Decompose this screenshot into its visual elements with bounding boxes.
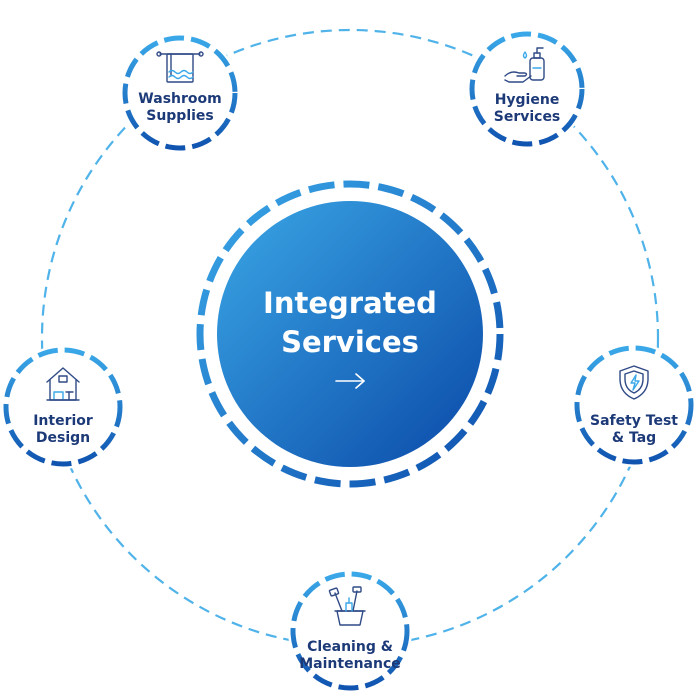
- node-label-line2: & Tag: [612, 430, 656, 446]
- node-ring: [574, 345, 694, 465]
- hub-disc: [217, 201, 483, 467]
- node-label-line2: Services: [494, 109, 561, 125]
- integrated-services-hub[interactable]: Integrated Services: [196, 180, 504, 488]
- node-label-line1: Safety Test: [590, 413, 678, 429]
- hub-outer-ring: [196, 180, 504, 488]
- node-label-line2: Maintenance: [299, 656, 401, 672]
- node-safety-test-tag[interactable]: Safety Test & Tag: [572, 343, 696, 467]
- towel-rack-icon: [156, 51, 204, 83]
- house-interior-icon: [46, 367, 80, 401]
- node-ring: [3, 347, 123, 467]
- shield-bolt-icon: [619, 365, 649, 400]
- hand-sanitizer-icon: [504, 47, 545, 83]
- hub-title-line1: Integrated: [263, 286, 437, 320]
- node-label-line1: Interior: [33, 413, 93, 429]
- node-ring: [469, 31, 585, 147]
- hub-title-line2: Services: [281, 325, 419, 359]
- node-label-line1: Washroom: [138, 91, 221, 107]
- node-hygiene-services[interactable]: Hygiene Services: [467, 29, 587, 149]
- connector-orbit: [40, 28, 660, 648]
- arrow-right-icon[interactable]: [335, 373, 365, 389]
- node-ring: [122, 35, 238, 151]
- node-label-line1: Hygiene: [495, 92, 560, 108]
- node-label-line2: Supplies: [146, 108, 214, 124]
- node-ring: [290, 571, 410, 691]
- node-washroom-supplies[interactable]: Washroom Supplies: [120, 33, 240, 153]
- node-label-line1: Cleaning &: [307, 639, 393, 655]
- node-label-line2: Design: [36, 430, 90, 446]
- cleaning-bucket-icon: [328, 586, 366, 626]
- node-interior-design[interactable]: Interior Design: [1, 345, 125, 469]
- node-cleaning-maintenance[interactable]: Cleaning & Maintenance: [288, 569, 412, 693]
